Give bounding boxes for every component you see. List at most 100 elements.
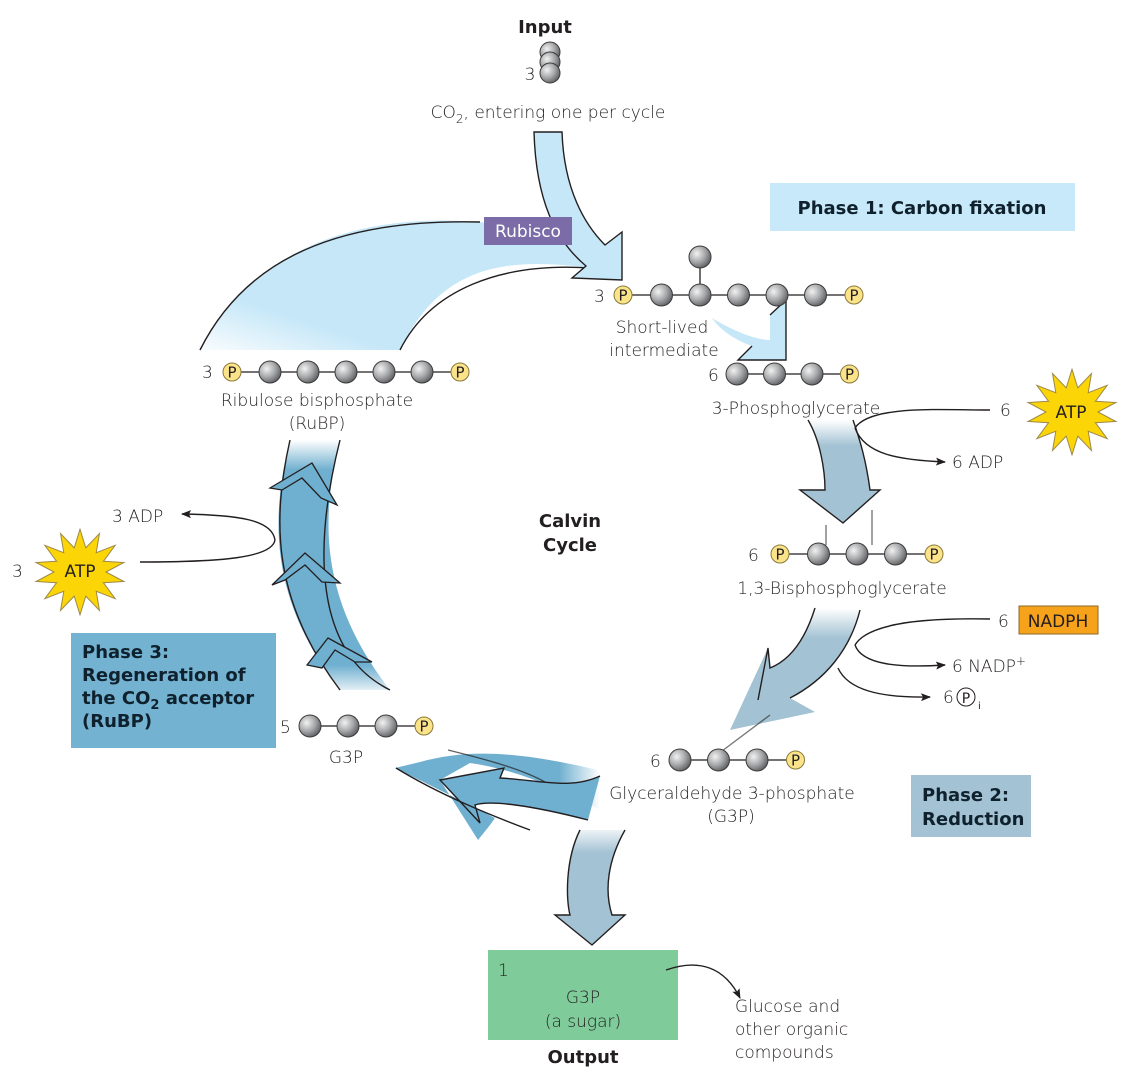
products-line1: Glucose and [735,997,840,1017]
carbon-atom [668,748,692,772]
svg-text:P: P [962,691,970,707]
carbon-atom [258,360,282,384]
carbon-atom [800,362,824,386]
co2-molecule-stack [539,41,561,84]
adp1-label: 6 ADP [952,453,1003,473]
cycle-title-line2: Cycle [543,535,597,556]
output-heading: Output [547,1047,618,1068]
adp-out-line-phase3 [181,510,276,541]
carbon-atom [336,714,360,738]
rubisco-box [484,217,572,245]
output-label-line2: (a sugar) [545,1012,621,1032]
g3p-label-line2: (G3P) [707,807,755,827]
co2-label: CO2, entering one per cycle [431,103,666,126]
nadph-count: 6 [998,612,1009,632]
phosphate-group: P [770,544,790,564]
arrow-bpg-to-g3p [709,607,861,761]
svg-text:P: P [419,718,428,736]
phase2-box [911,775,1031,837]
nadph-box [1018,605,1099,635]
pi-out-line [837,667,931,702]
atp-in-line-phase3 [139,539,276,563]
rubp-label-line2: (RuBP) [289,414,345,434]
output-to-glucose-arrow [665,964,741,999]
phosphate-group: P [844,285,864,305]
carbon-atom [296,360,320,384]
adp-out-line-phase1 [854,427,946,466]
carbon-atom [845,542,869,566]
nadp-label: 6 NADP+ [952,654,1026,677]
svg-text:P: P [929,546,938,564]
g3p-recycled-molecule: P [298,714,434,738]
input-heading: Input [518,17,572,38]
phase2-label-line1: Phase 2: [922,785,1009,806]
output-box [488,950,678,1040]
arrow-g3p-to-recycle [395,749,601,840]
phase3-label-line1: Phase 3: [82,642,169,663]
carbon-atom [410,360,434,384]
phase1-label: Phase 1: Carbon fixation [798,198,1047,219]
atp-starburst-phase3: ATP [34,527,126,617]
phosphate-group: P [414,716,434,736]
phase2-label-line2: Reduction [922,809,1024,830]
phase1-box [770,183,1075,231]
pga-molecule: P [725,362,859,386]
phase3-label-line4: (RuBP) [82,711,152,732]
carbon-atom [725,362,749,386]
carbon-atom [884,542,907,566]
carbon-atom [745,748,769,772]
intermediate-label-line2: intermediate [609,341,718,361]
phase3-label-line3: the CO2 acceptor [82,688,254,713]
phase3-box [71,633,276,748]
g3p-molecule: P [668,748,805,772]
carbon-atom [650,283,673,307]
pga-count: 6 [708,366,719,386]
cycle-title-line1: Calvin [539,511,601,532]
atp-in-line-phase1 [854,408,991,429]
intermediate-count: 3 [594,287,605,307]
svg-text:P: P [791,752,800,770]
g3p-label-line1: Glyceraldehyde 3-phosphate [609,784,855,804]
rubp-count: 3 [202,363,213,383]
arrow-g3p-to-output [553,829,627,946]
phosphate-group: P [840,364,859,384]
svg-text:ATP: ATP [65,562,96,582]
output-count: 1 [498,961,509,981]
g3p-count: 6 [650,752,661,772]
carbon-atom [372,360,396,384]
phosphate-group: P [450,362,470,382]
pi-count: 6 [943,688,954,708]
carbon-atom [688,245,712,269]
g3p-recycled-count: 5 [280,718,291,738]
nadph-label: NADPH [1028,612,1088,632]
svg-text:P: P [227,364,236,382]
co2-count: 3 [525,65,536,85]
arrow-intermediate-to-pga [712,299,787,361]
svg-text:ATP: ATP [1056,403,1087,423]
phosphate-group: P [786,750,805,770]
svg-text:P: P [455,364,464,382]
rubp-label-line1: Ribulose bisphosphate [221,391,413,411]
arrow-co2-input [533,131,623,281]
carbon-atom [334,360,358,384]
carbon-atom [374,714,398,738]
carbon-atom [804,283,827,307]
svg-text:i: i [978,701,981,712]
rubisco-label: Rubisco [495,222,561,242]
carbon-atom [765,283,789,307]
arrow-recycle-to-rubp [268,439,391,691]
arrow-pga-to-bpg [797,419,882,545]
nadph-in-line [854,618,991,646]
atp-starburst-phase1: ATP [1026,367,1118,457]
bpg-count: 6 [748,546,759,566]
nadp-out-line [854,644,946,670]
svg-text:P: P [775,546,784,564]
g3p-recycled-label: G3P [329,748,363,768]
atp3-count: 3 [12,562,23,582]
intermediate-label-line1: Short-lived [616,318,709,338]
svg-text:P: P [618,287,627,305]
carbon-atom [707,748,730,772]
inorganic-phosphate-icon: P i [956,687,981,712]
